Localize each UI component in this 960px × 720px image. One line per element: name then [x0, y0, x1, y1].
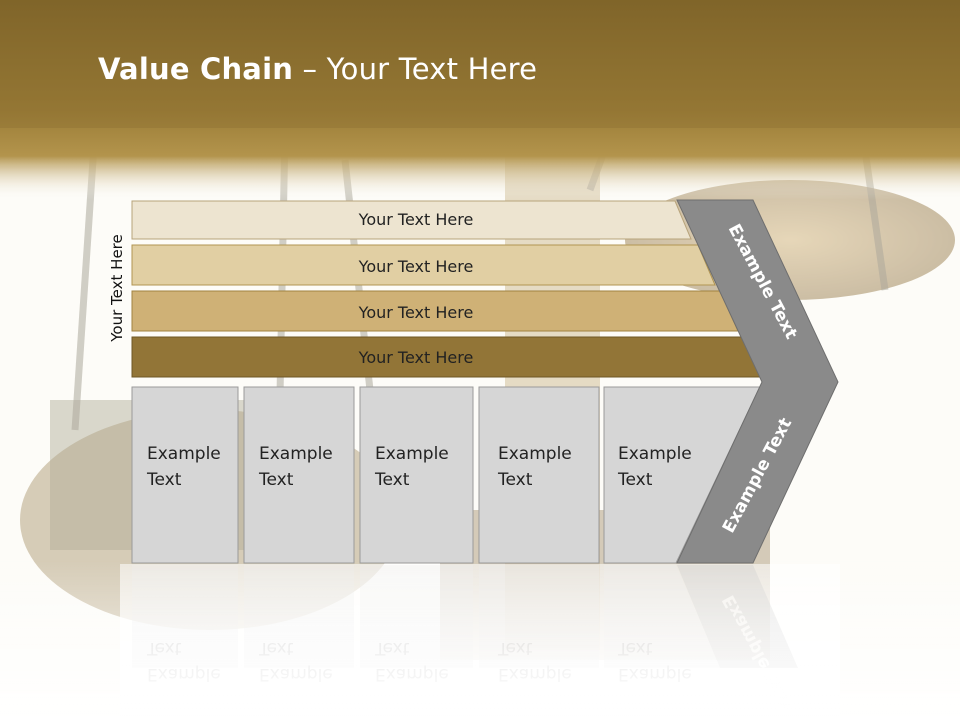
- chevron-shape: [676, 199, 839, 564]
- column-3-line2: Text: [374, 470, 410, 490]
- band-1[interactable]: [131, 200, 692, 240]
- column-4[interactable]: [478, 386, 600, 564]
- column-5-line2: Text: [617, 470, 653, 490]
- reflection-fade: [120, 564, 840, 720]
- column-2-line2: Text: [258, 470, 294, 490]
- column-2[interactable]: [243, 386, 355, 564]
- column-5[interactable]: [603, 386, 761, 564]
- band-4-label: Your Text Here: [358, 348, 474, 367]
- column-4-line1: Example: [498, 444, 572, 464]
- column-4-line2: Text: [497, 470, 533, 490]
- slide-title: Value Chain – Your Text Here: [98, 52, 537, 86]
- band-group: Your Text Here Your Text Here Your Text …: [131, 200, 763, 378]
- side-label: Your Text Here: [108, 234, 126, 342]
- column-1-line1: Example: [147, 444, 221, 464]
- column-3[interactable]: [359, 386, 474, 564]
- column-group: Example Text Example Text Example Text E…: [131, 386, 761, 564]
- band-2[interactable]: [131, 244, 716, 286]
- title-bold: Value Chain: [98, 52, 294, 86]
- band-2-label: Your Text Here: [358, 257, 474, 276]
- band-3-label: Your Text Here: [358, 303, 474, 322]
- column-3-line1: Example: [375, 444, 449, 464]
- column-5-line1: Example: [618, 444, 692, 464]
- column-2-line1: Example: [259, 444, 333, 464]
- title-rest: – Your Text Here: [293, 52, 538, 86]
- band-1-label: Your Text Here: [358, 210, 474, 229]
- column-1[interactable]: [131, 386, 239, 564]
- column-1-line2: Text: [146, 470, 182, 490]
